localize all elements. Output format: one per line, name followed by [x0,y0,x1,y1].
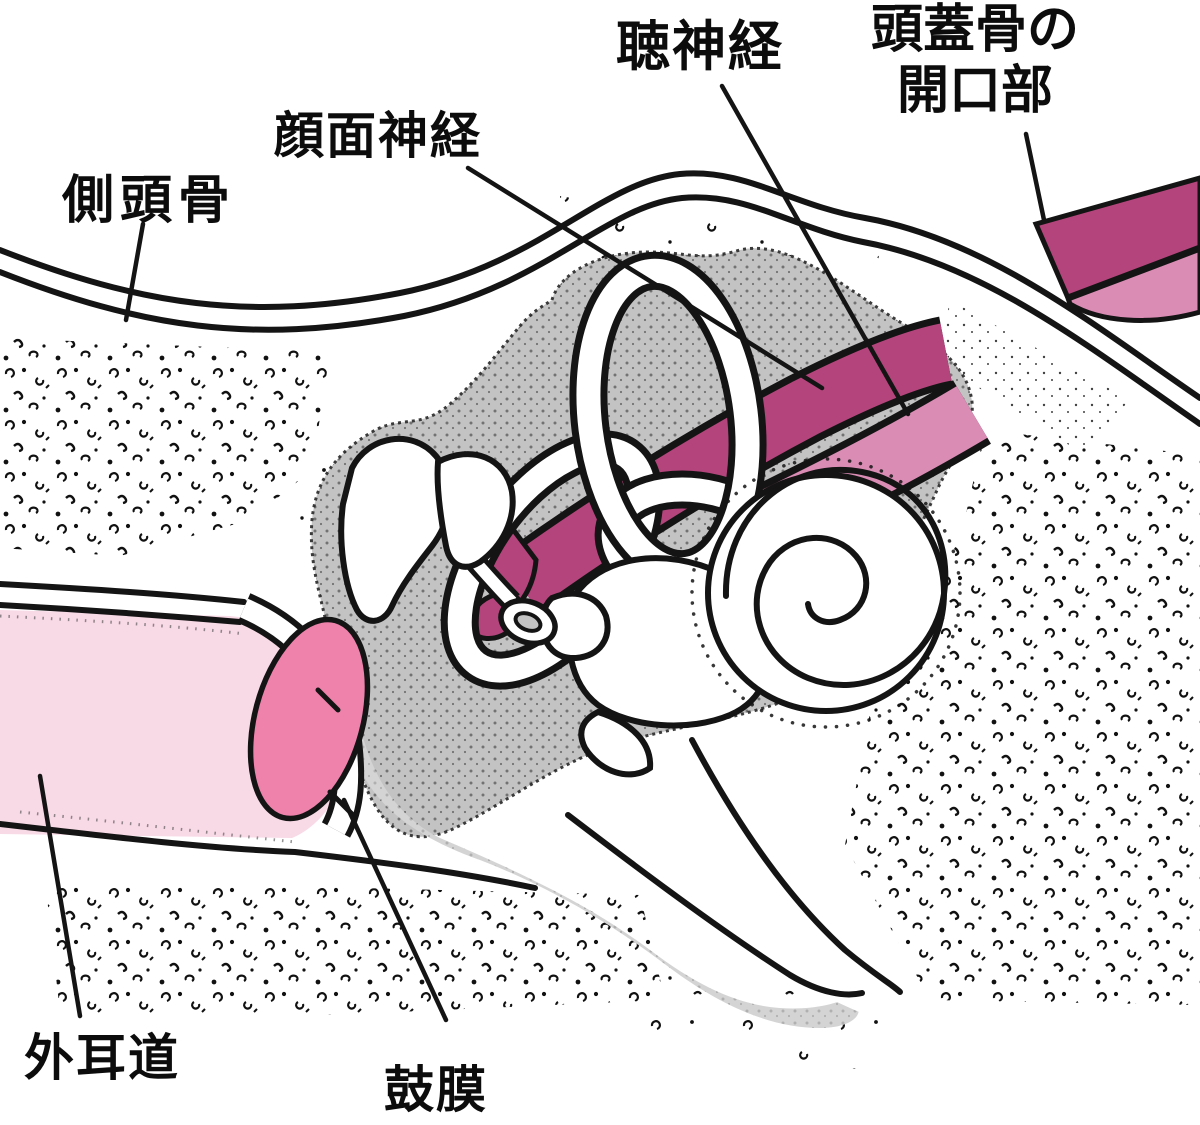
eardrum-membrane [247,616,371,822]
speckle-bottom-band [45,880,665,1015]
wedge-dark-band [1032,175,1200,302]
facial-nerve-band [503,323,953,609]
leader-skull-opening [1023,131,1047,223]
label-temporal-bone: 側頭骨 [62,172,237,230]
leader-auditory-nerve [719,83,911,417]
ossicles [338,436,611,662]
middle-ear-cavity [348,628,903,1028]
temporal-bone-outline [0,170,1200,427]
canal-bottom-stipple [19,810,296,844]
label-skull-opening: 頭蓋骨の 開口部 [840,0,1110,122]
speckle-left-band [0,338,330,556]
duct-left-curve [565,812,865,998]
label-skull-opening-line2: 開口部 [896,62,1053,120]
canal-lower-wall [0,821,538,891]
canal-upper-wall-inner [0,602,243,625]
label-facial-nerve: 顔面神経 [274,108,482,164]
round-window-niche [578,708,654,778]
cochlea-dotted-halo [690,457,962,729]
skull-outer-curve [0,170,1200,401]
leader-temporal-bone [123,221,146,323]
duct-right-curve [689,737,903,995]
cochlea [705,472,947,714]
label-skull-opening-line1: 頭蓋骨の [870,1,1079,59]
canal-upper-wall-outer [0,581,247,605]
skull-inner-curve [0,194,1200,427]
speckle-right-field [845,430,1200,1005]
skull-opening-wedge [1032,175,1200,323]
stapes-arch-hole [513,611,543,633]
leader-ear-canal [37,773,83,1019]
wedge-divider [1066,244,1200,302]
label-eardrum: 鼓膜 [384,1062,488,1118]
label-leader-lines [37,83,1047,1023]
leader-facial-nerve [465,165,825,391]
malleus [338,436,453,624]
leader-eardrum [341,797,449,1023]
dust-under-opening [938,300,1130,452]
label-auditory-nerve: 聴神経 [616,17,784,77]
label-ear-canal: 外耳道 [24,1030,180,1086]
incus [434,451,516,570]
eustachian-channel [608,761,897,1017]
cochlea-spiral [722,466,949,688]
